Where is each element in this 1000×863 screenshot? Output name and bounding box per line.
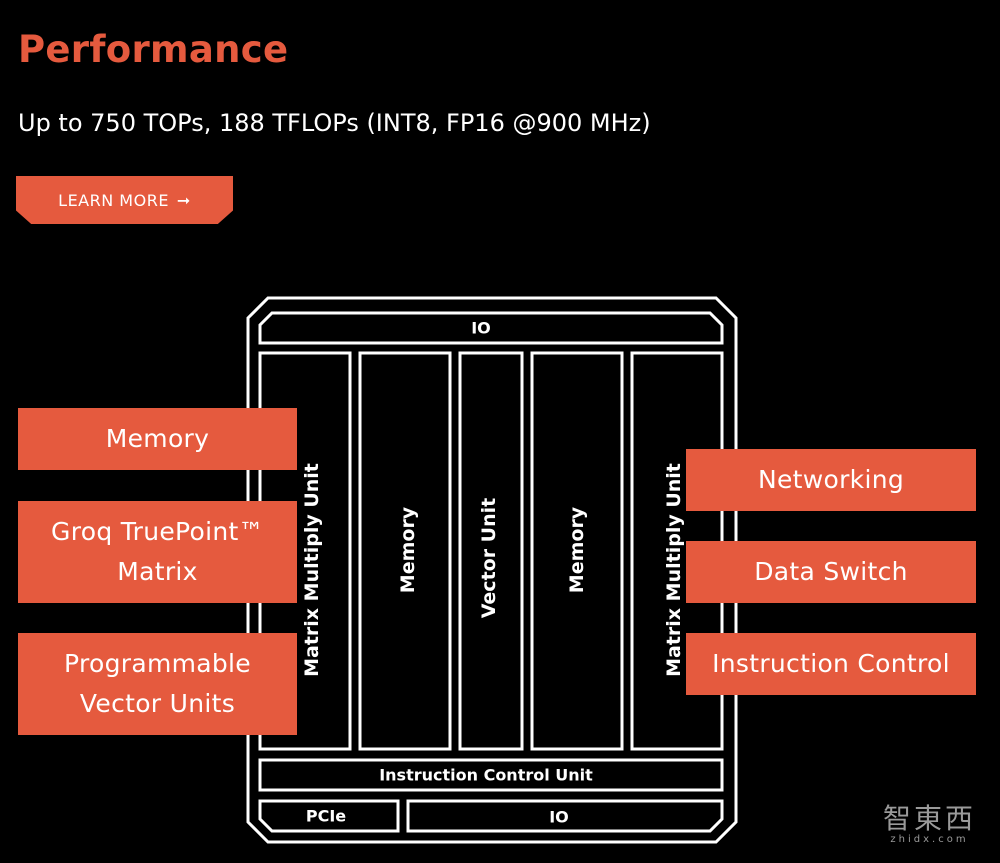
column-label-3: Vector Unit — [478, 497, 500, 619]
tag-memory-label: Memory — [105, 424, 210, 453]
chip-outline — [246, 296, 738, 844]
icu-label: Instruction Control Unit — [379, 765, 593, 785]
page-title: Performance — [18, 28, 289, 71]
pcie-box — [258, 799, 400, 833]
watermark-sub: zhidx.com — [890, 834, 969, 845]
performance-subtitle: Up to 750 TOPs, 188 TFLOPs (INT8, FP16 @… — [18, 109, 651, 137]
tag-vector-units: Programmable Vector Units — [18, 633, 297, 735]
io-bottom-box — [406, 799, 724, 833]
tag-data-switch: Data Switch — [686, 541, 976, 603]
pcie-label: PCIe — [305, 806, 347, 826]
learn-more-label: LEARN MORE — [58, 190, 169, 210]
tag-networking: Networking — [686, 449, 976, 511]
tag-vector-line1: Programmable — [64, 649, 251, 678]
tag-truepoint-line2: Matrix — [117, 557, 198, 586]
io-bottom-label: IO — [549, 807, 569, 827]
icu-box — [258, 758, 724, 792]
watermark-logo: 智東西 zhidx.com — [882, 802, 976, 846]
tag-instruction-control: Instruction Control — [686, 633, 976, 695]
tag-vector-line2: Vector Units — [79, 689, 236, 718]
column-label-1: Matrix Multiply Unit — [301, 463, 323, 677]
arrow-right-icon: ➞ — [176, 190, 191, 210]
tag-truepoint-matrix: Groq TruePoint™ Matrix — [18, 501, 297, 603]
tag-data-switch-label: Data Switch — [754, 557, 908, 586]
column-label-5: Matrix Multiply Unit — [663, 463, 685, 677]
tag-truepoint-line1: Groq TruePoint™ — [51, 517, 264, 546]
column-box-4 — [530, 351, 624, 751]
column-label-4: Memory — [566, 506, 588, 594]
watermark-main: 智東西 — [882, 802, 976, 835]
column-box-3 — [458, 351, 524, 751]
column-label-2: Memory — [397, 506, 419, 594]
io-top-label: IO — [471, 318, 491, 338]
tag-networking-label: Networking — [757, 465, 905, 494]
learn-more-button[interactable]: LEARN MORE ➞ — [16, 176, 233, 224]
tag-instruction-control-label: Instruction Control — [712, 649, 950, 678]
tag-memory: Memory — [18, 408, 297, 470]
column-box-2 — [358, 351, 452, 751]
io-top-box — [258, 311, 724, 345]
